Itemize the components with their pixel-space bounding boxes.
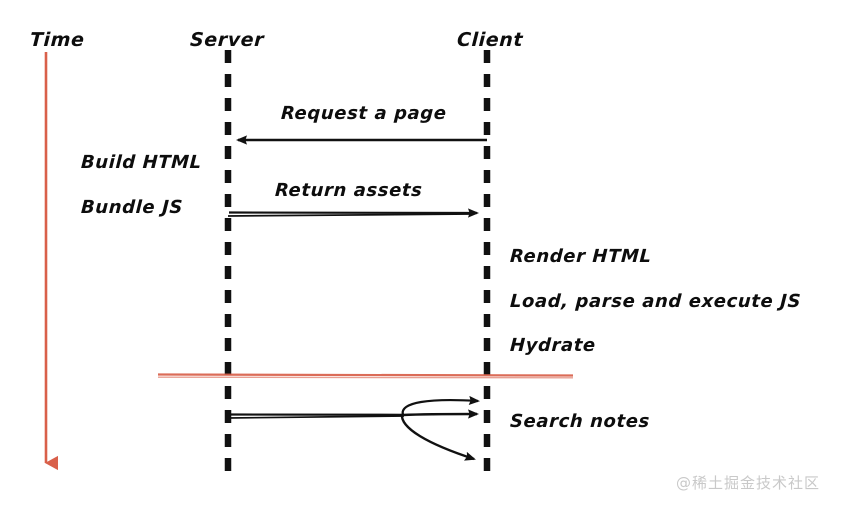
lane-label-client: Client [456,29,524,51]
message-arrow-search-notes [227,395,480,461]
note-hydrate: Hydrate [509,335,597,356]
message-label-search-notes: Search notes [509,411,651,432]
lane-label-server: Server [189,29,265,51]
phase-divider [157,373,574,379]
message-arrow-return-assets [227,208,479,218]
note-load-parse-and-execute-js: Load, parse and execute JS [509,291,802,312]
message-label-request-a-page: Request a page [280,103,448,124]
note-render-html: Render HTML [509,246,653,267]
lane-label-time: Time [29,29,86,51]
note-build-html: Build HTML [80,152,203,173]
note-bundle-js: Bundle JS [80,197,184,218]
message-label-return-assets: Return assets [274,180,424,201]
watermark: @稀土掘金技术社区 [676,474,821,492]
